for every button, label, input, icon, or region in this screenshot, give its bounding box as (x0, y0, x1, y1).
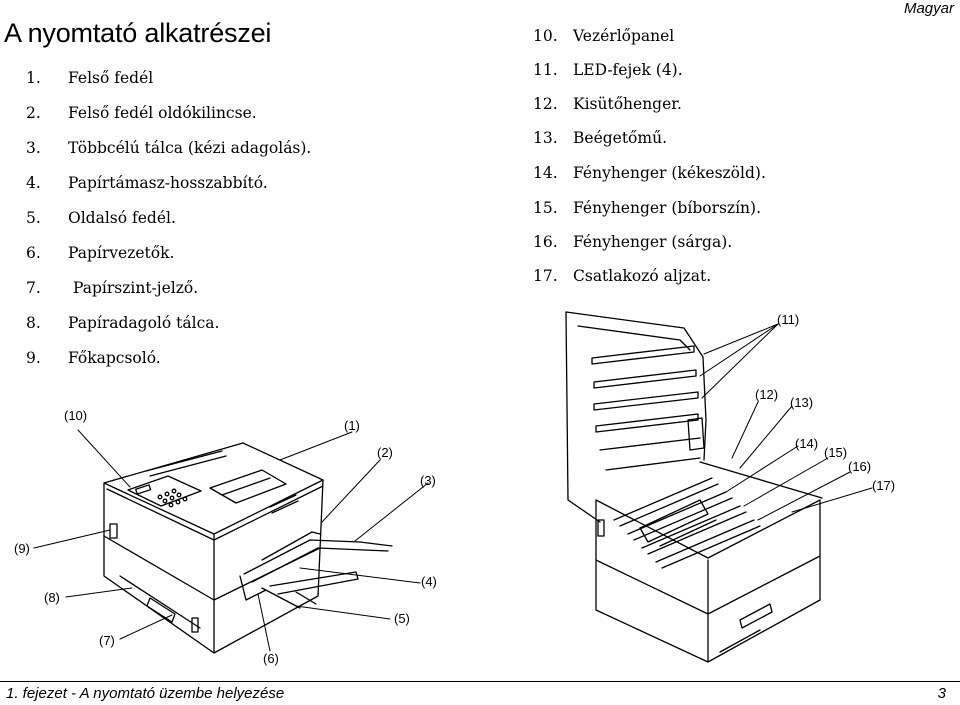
callout-14: (14) (795, 436, 819, 451)
item-label: Papírvezetők. (68, 244, 175, 262)
item-label: Felső fedél (68, 69, 154, 87)
item-label: Felső fedél oldókilincse. (68, 104, 257, 122)
item-number: 7. (26, 279, 41, 297)
item-number: 17. (533, 267, 558, 285)
item-label: Vezérlőpanel (573, 27, 675, 45)
item-number: 15. (533, 199, 558, 217)
callout-13: (13) (790, 395, 814, 410)
item-number: 9. (26, 349, 41, 367)
item-label: Papírszint-jelző. (73, 279, 199, 297)
item-number: 2. (26, 104, 41, 122)
item-number: 5. (26, 209, 41, 227)
item-label: Fényhenger (kékeszöld). (573, 164, 766, 182)
item-label: Oldalsó fedél. (68, 209, 176, 227)
printer-closed-drawing (104, 443, 392, 653)
callout-9: (9) (14, 541, 30, 556)
callout-4: (4) (421, 574, 437, 589)
item-number: 10. (533, 27, 558, 45)
callout-1: (1) (344, 418, 360, 433)
item-label: Főkapcsoló. (68, 349, 161, 367)
item-label: Beégetőmű. (573, 129, 667, 147)
footer-divider (0, 681, 960, 682)
callout-16: (16) (848, 459, 872, 474)
callout-5: (5) (394, 611, 410, 626)
item-label: Papírtámasz-hosszabbító. (68, 174, 268, 192)
item-number: 6. (26, 244, 41, 262)
callout-15: (15) (824, 445, 848, 460)
callout-8: (8) (44, 590, 60, 605)
item-label: Csatlakozó aljzat. (573, 267, 712, 285)
item-number: 3. (26, 139, 41, 157)
item-number: 8. (26, 314, 41, 332)
footer-chapter: 1. fejezet - A nyomtató üzembe helyezése (6, 685, 285, 702)
callout-leaders-left (34, 430, 428, 651)
language-label: Magyar (903, 0, 954, 17)
callout-leaders-right (700, 324, 872, 520)
item-label: Többcélú tálca (kézi adagolás). (68, 139, 312, 157)
page-number: 3 (937, 685, 946, 702)
item-number: 16. (533, 233, 558, 251)
callout-7: (7) (99, 633, 115, 648)
item-number: 14. (533, 164, 558, 182)
item-label: Papíradagoló tálca. (68, 314, 220, 332)
callout-11: (11) (777, 312, 800, 327)
callout-12: (12) (755, 387, 779, 402)
item-label: Fényhenger (bíborszín). (573, 199, 762, 217)
page-title: A nyomtató alkatrészei (4, 18, 272, 48)
printer-open-drawing (566, 312, 822, 662)
item-label: Kisütőhenger. (573, 95, 682, 113)
callout-6: (6) (263, 651, 279, 666)
item-label: Fényhenger (sárga). (573, 233, 733, 251)
item-label: LED-fejek (4). (573, 61, 683, 79)
item-number: 12. (533, 95, 558, 113)
callout-3: (3) (420, 473, 436, 488)
item-number: 13. (533, 129, 558, 147)
callout-2: (2) (377, 445, 393, 460)
item-number: 4. (26, 174, 41, 192)
item-number: 11. (533, 61, 558, 79)
callout-10: (10) (64, 408, 88, 423)
callout-17: (17) (872, 478, 896, 493)
item-number: 1. (26, 69, 41, 87)
